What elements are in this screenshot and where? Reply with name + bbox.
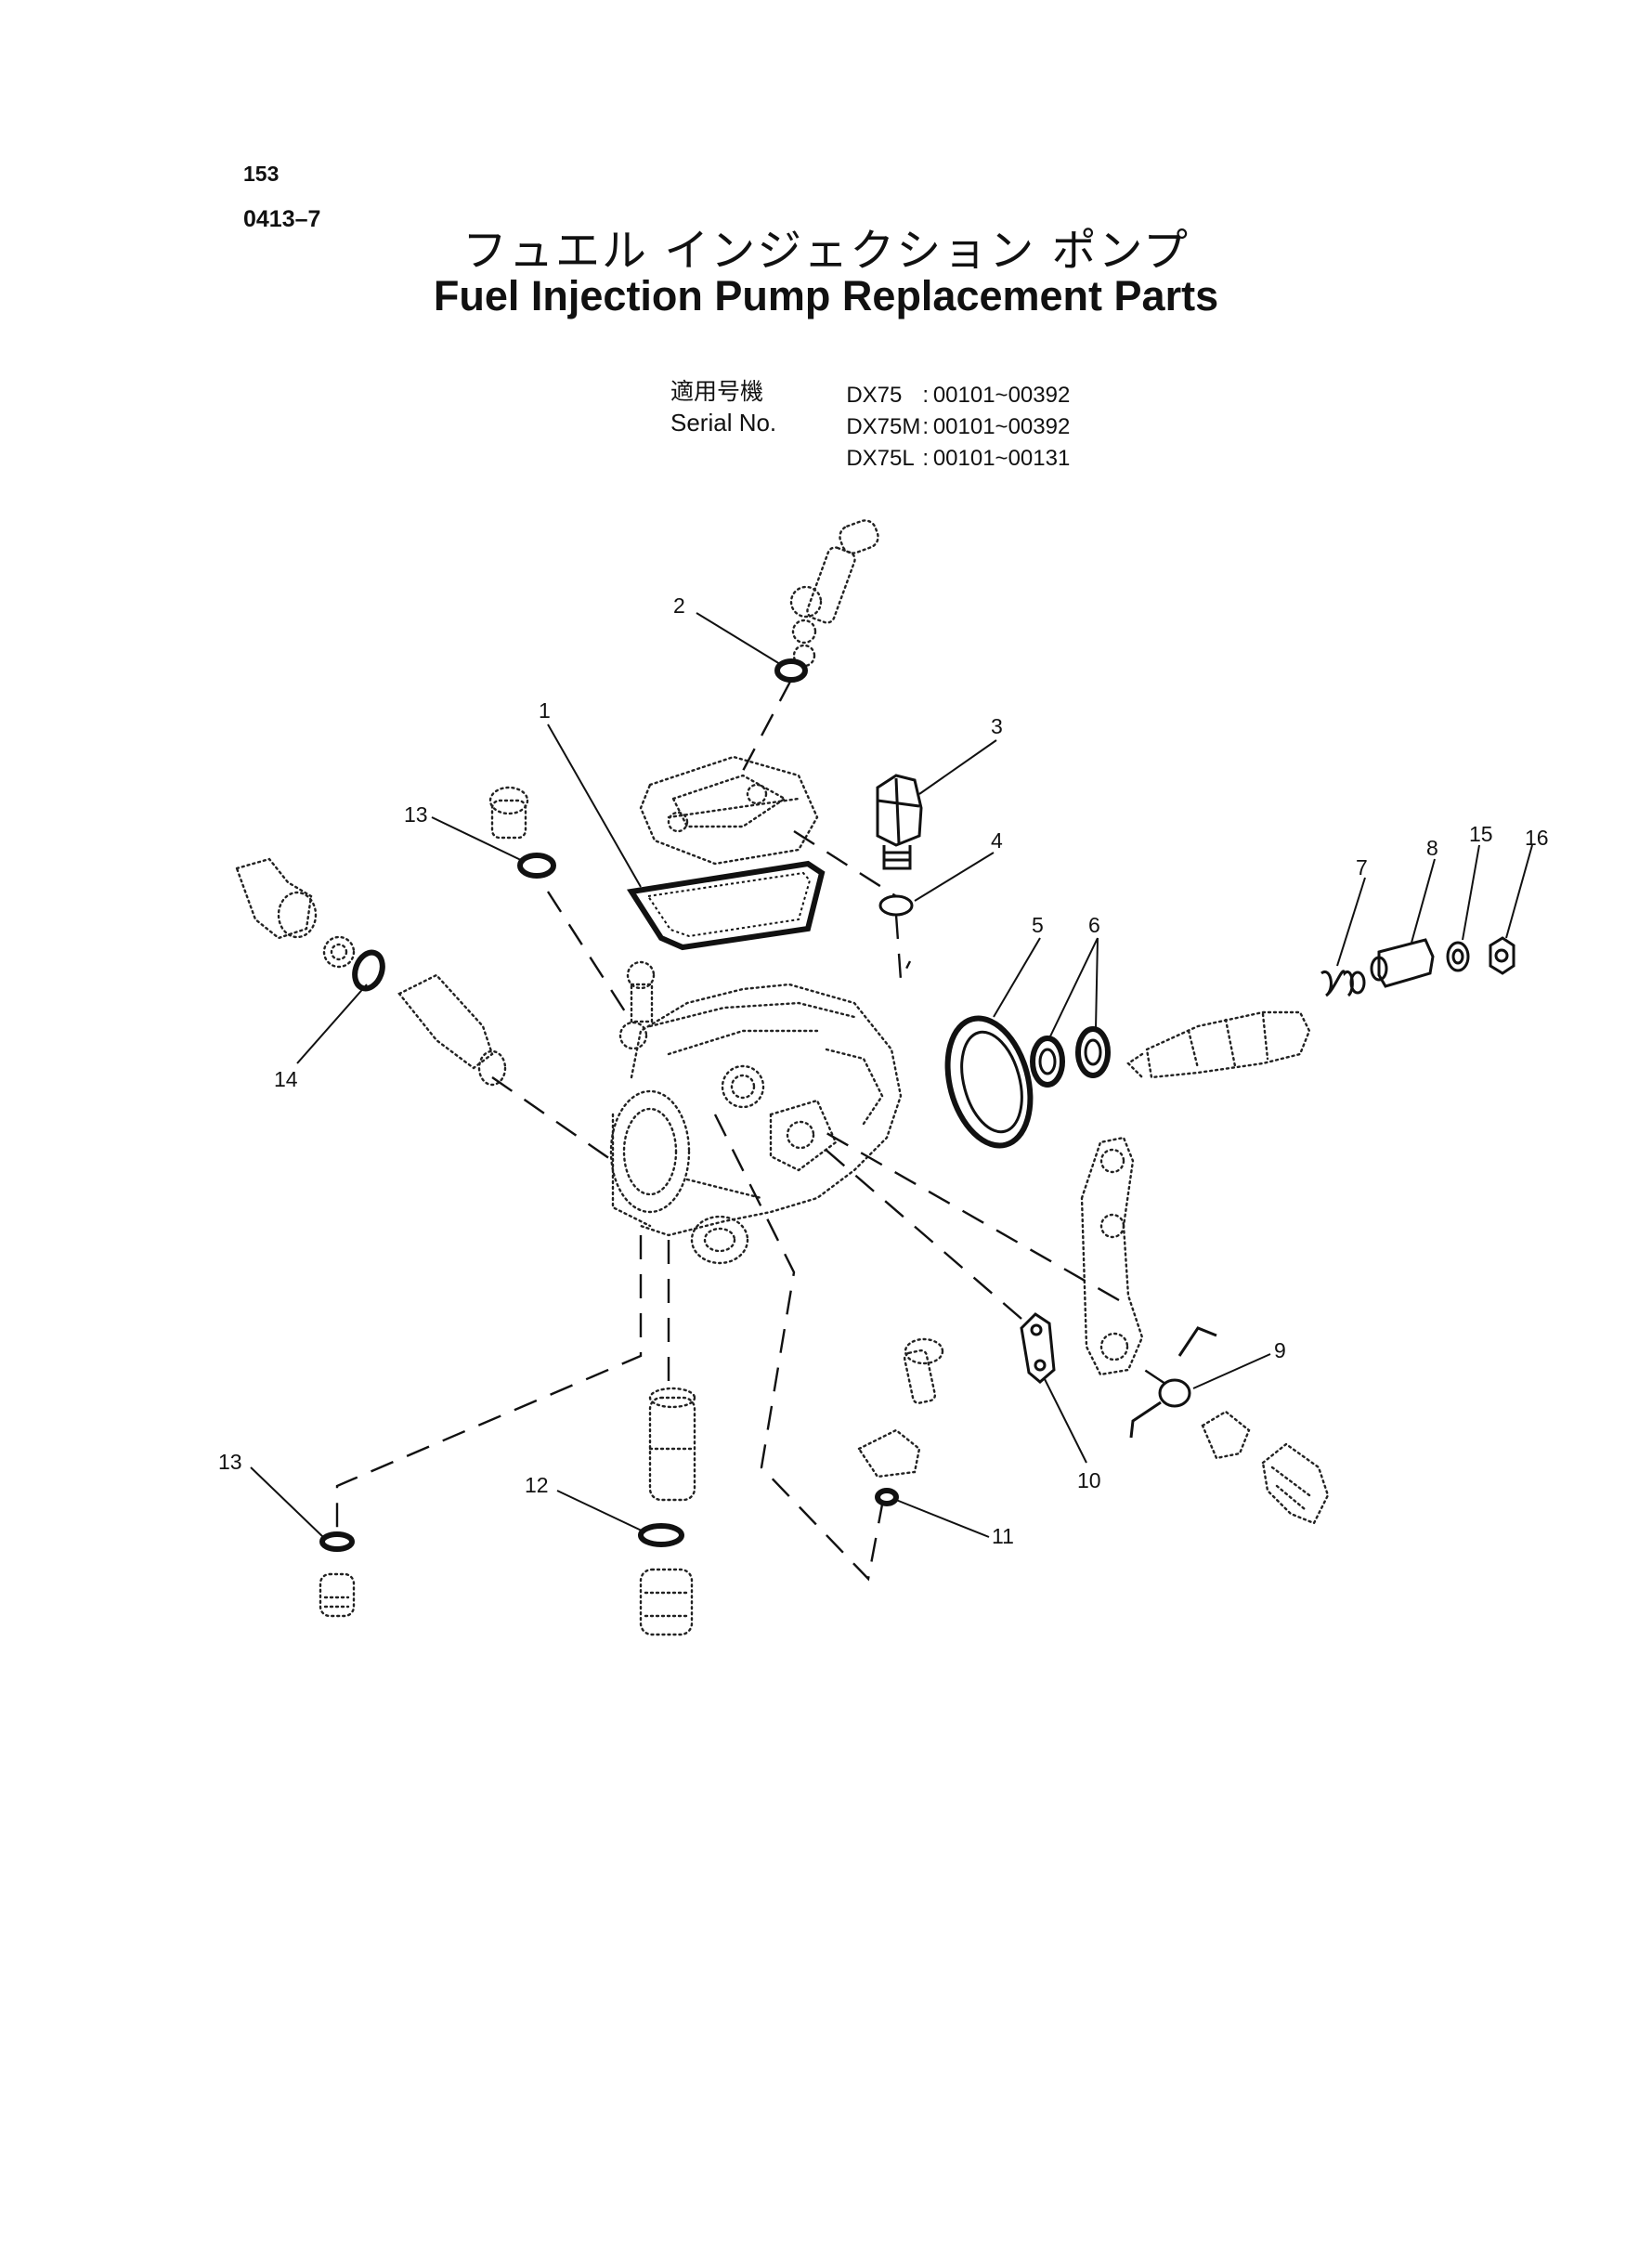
serial-range: : 00101~00131 <box>922 446 1071 471</box>
callout-5: 5 <box>1032 913 1044 937</box>
reference-small-bolt <box>857 1337 944 1479</box>
callout-1: 1 <box>539 698 551 723</box>
reference-bottom-left-plug <box>319 1572 356 1618</box>
callout-13-upper: 13 <box>404 802 428 827</box>
callout-16: 16 <box>1525 826 1549 850</box>
title-japanese: フュエル インジェクション ポンプ <box>462 225 1190 277</box>
reference-cover-plate <box>639 755 819 866</box>
part-9-spring <box>1129 1326 1217 1439</box>
callout-11: 11 <box>992 1524 1014 1548</box>
reference-top-left-plug <box>488 786 529 840</box>
reference-bolt-top <box>789 519 879 668</box>
callout-8: 8 <box>1426 836 1438 860</box>
callout-14: 14 <box>274 1067 298 1091</box>
part-14-o-ring <box>352 949 385 992</box>
callout-3: 3 <box>991 714 1003 738</box>
serial-row: DX75M: 00101~00392 <box>834 388 1070 440</box>
callout-6: 6 <box>1088 913 1100 937</box>
section-code: 0413–7 <box>243 206 321 232</box>
title-english: Fuel Injection Pump Replacement Parts <box>433 272 1219 319</box>
reference-bottom-middle-valve <box>639 1387 696 1636</box>
serial-model: DX75L <box>846 446 915 471</box>
leader-lines <box>250 612 1533 1538</box>
reference-plunger <box>1126 1010 1311 1079</box>
callout-7: 7 <box>1356 855 1368 879</box>
callout-9: 9 <box>1274 1338 1286 1362</box>
part-8-sleeve <box>1370 938 1435 988</box>
reference-shaft-left <box>397 973 507 1087</box>
serial-range: : 00101~00392 <box>922 383 1071 408</box>
callout-15: 15 <box>1469 822 1493 846</box>
part-1-gasket <box>626 860 826 951</box>
callout-12: 12 <box>525 1473 549 1497</box>
assembly-lines <box>335 679 1166 1582</box>
part-10-link-plate <box>1020 1312 1056 1384</box>
callout-labels: 1 2 3 4 5 6 7 8 9 10 11 12 13 13 14 15 1… <box>218 593 1549 1548</box>
callout-2: 2 <box>673 593 685 618</box>
serial-range: : 00101~00392 <box>922 414 1071 439</box>
reference-lever-arm <box>1080 1136 1144 1376</box>
part-6-washers <box>1030 1026 1111 1088</box>
page-number: 153 <box>243 162 280 186</box>
callout-4: 4 <box>991 828 1003 853</box>
serial-row: DX75 : 00101~00392 <box>834 357 1070 409</box>
part-12-washer <box>638 1523 684 1547</box>
part-5-seal <box>944 1015 1034 1149</box>
reference-left-bolt <box>235 857 356 969</box>
part-4-o-ring <box>878 894 914 917</box>
serial-label-english: Serial No. <box>670 409 777 436</box>
part-16-nut <box>1489 936 1515 975</box>
serial-label-japanese: 適用号機 <box>670 378 764 405</box>
serial-row: DX75L : 00101~00131 <box>834 420 1070 472</box>
part-7-spring <box>1320 970 1366 997</box>
part-13-washer-lower <box>319 1531 355 1552</box>
part-3-plug <box>876 774 923 870</box>
reference-pump-housing <box>609 960 903 1265</box>
part-13-washer-upper <box>517 853 556 879</box>
callout-13-lower: 13 <box>218 1450 242 1474</box>
part-15-washer <box>1446 941 1470 972</box>
reference-right-bolt <box>1201 1410 1330 1525</box>
part-2-washer <box>774 658 808 683</box>
serial-model: DX75 <box>846 383 903 408</box>
part-11-washer <box>875 1488 899 1506</box>
serial-model: DX75M <box>846 414 921 439</box>
callout-10: 10 <box>1077 1468 1101 1492</box>
